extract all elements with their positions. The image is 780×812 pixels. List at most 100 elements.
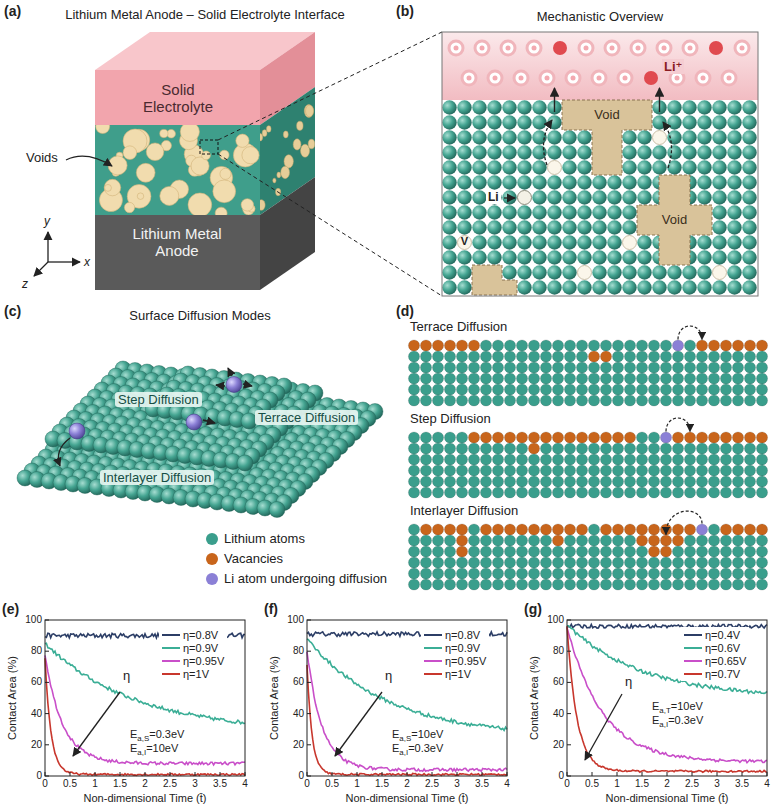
lattice-atom — [672, 487, 683, 498]
tick-mark — [70, 772, 71, 776]
lattice-atom — [672, 432, 683, 443]
lithium-atom — [457, 115, 471, 129]
subscript: a,I — [399, 748, 408, 757]
lattice-atom — [432, 524, 443, 535]
lattice-atom — [528, 432, 539, 443]
panel-title: Surface Diffusion Modes — [129, 308, 270, 323]
lithium-atom — [237, 455, 253, 471]
lithium-atom — [487, 160, 501, 174]
lattice-atom — [456, 443, 467, 454]
electrolyte-site — [579, 41, 593, 55]
lattice-atom — [612, 465, 623, 476]
lattice-atom — [444, 443, 455, 454]
lithium-atom — [442, 160, 456, 174]
tick-mark — [617, 772, 618, 776]
lithium-atom — [592, 220, 606, 234]
lattice-atom — [600, 443, 611, 454]
lattice-atom — [732, 351, 743, 362]
electrolyte-site — [740, 46, 745, 51]
lithium-atom — [472, 145, 486, 159]
lattice-atom — [492, 579, 503, 590]
lattice-atom — [540, 384, 551, 395]
legend-line-sample — [162, 660, 180, 662]
lattice-atom — [636, 465, 647, 476]
electrolyte-site — [454, 46, 459, 51]
lithium-atom — [727, 265, 741, 279]
lithium-atom — [457, 130, 471, 144]
lattice-atom — [564, 443, 575, 454]
trend-label: η — [625, 674, 632, 689]
lattice-atom — [468, 454, 479, 465]
parameter-label: Ea,I=10eV — [130, 742, 178, 754]
lattice-atom — [480, 557, 491, 568]
lithium-atom — [742, 160, 756, 174]
lattice-atom — [636, 487, 647, 498]
lattice-atom — [720, 373, 731, 384]
lattice-atom — [708, 443, 719, 454]
lattice-atom — [540, 373, 551, 384]
lithium-atom — [697, 175, 711, 189]
lattice-atom — [720, 487, 731, 498]
void-bubble — [137, 193, 144, 200]
lithium-atom — [577, 280, 591, 294]
lithium-atom — [697, 250, 711, 264]
lithium-atom — [682, 130, 696, 144]
electrolyte-site — [540, 71, 554, 85]
lithium-atom — [442, 130, 456, 144]
lattice-atom — [444, 432, 455, 443]
legend-row: η=0.95V — [424, 654, 486, 667]
parameter-label: Ea,S=0.3eV — [130, 728, 184, 740]
lattice-atom — [600, 373, 611, 384]
lithium-atom — [472, 190, 486, 204]
lattice-atom — [444, 454, 455, 465]
lattice-atom — [456, 546, 467, 557]
void-bubble — [262, 130, 267, 137]
lithium-atom — [607, 175, 621, 189]
lithium-atom — [667, 280, 681, 294]
lattice-atom — [744, 395, 755, 406]
lithium-atom — [727, 205, 741, 219]
lattice-atom — [732, 568, 743, 579]
lattice-atom — [432, 557, 443, 568]
tick-mark — [45, 682, 49, 683]
lithium-atom — [472, 205, 486, 219]
lithium-atom — [727, 235, 741, 249]
tick-mark — [307, 682, 311, 683]
mode-label: Step Diffusion — [115, 392, 202, 407]
electrolyte-site — [688, 46, 693, 51]
lattice-atom — [708, 476, 719, 487]
lattice-atom — [528, 362, 539, 373]
lattice-atom — [684, 568, 695, 579]
tick-mark — [717, 772, 718, 776]
lattice-atom — [516, 546, 527, 557]
tick-label: 20 — [553, 739, 564, 750]
migration-arrow — [663, 122, 672, 168]
void-bubble — [277, 172, 281, 178]
legend-line-sample — [162, 634, 180, 636]
tick-mark — [307, 713, 311, 714]
lattice-atom — [492, 443, 503, 454]
lattice-atom — [624, 476, 635, 487]
voids-arrow — [66, 156, 112, 166]
tick-label: 1 — [92, 778, 98, 789]
lithium-atom — [637, 280, 651, 294]
lattice-atom — [456, 384, 467, 395]
axis-title: Contact Area (%) — [6, 656, 18, 740]
lithium-atom — [502, 145, 516, 159]
tick-label: 2.5 — [425, 778, 439, 789]
legend-line-sample — [162, 673, 180, 675]
diffusing-atom — [226, 377, 242, 393]
lithium-atom — [502, 250, 516, 264]
lattice-atom — [408, 443, 419, 454]
lattice-atom — [612, 362, 623, 373]
electrolyte-site — [662, 46, 667, 51]
tick-mark — [95, 772, 96, 776]
tick-label: 100 — [547, 614, 564, 625]
lattice-atom — [576, 443, 587, 454]
lithium-atom — [697, 145, 711, 159]
lithium-atom — [712, 205, 726, 219]
lattice-atom — [480, 465, 491, 476]
lattice-atom — [720, 568, 731, 579]
void-bubble — [304, 105, 313, 118]
lattice-atom — [660, 568, 671, 579]
